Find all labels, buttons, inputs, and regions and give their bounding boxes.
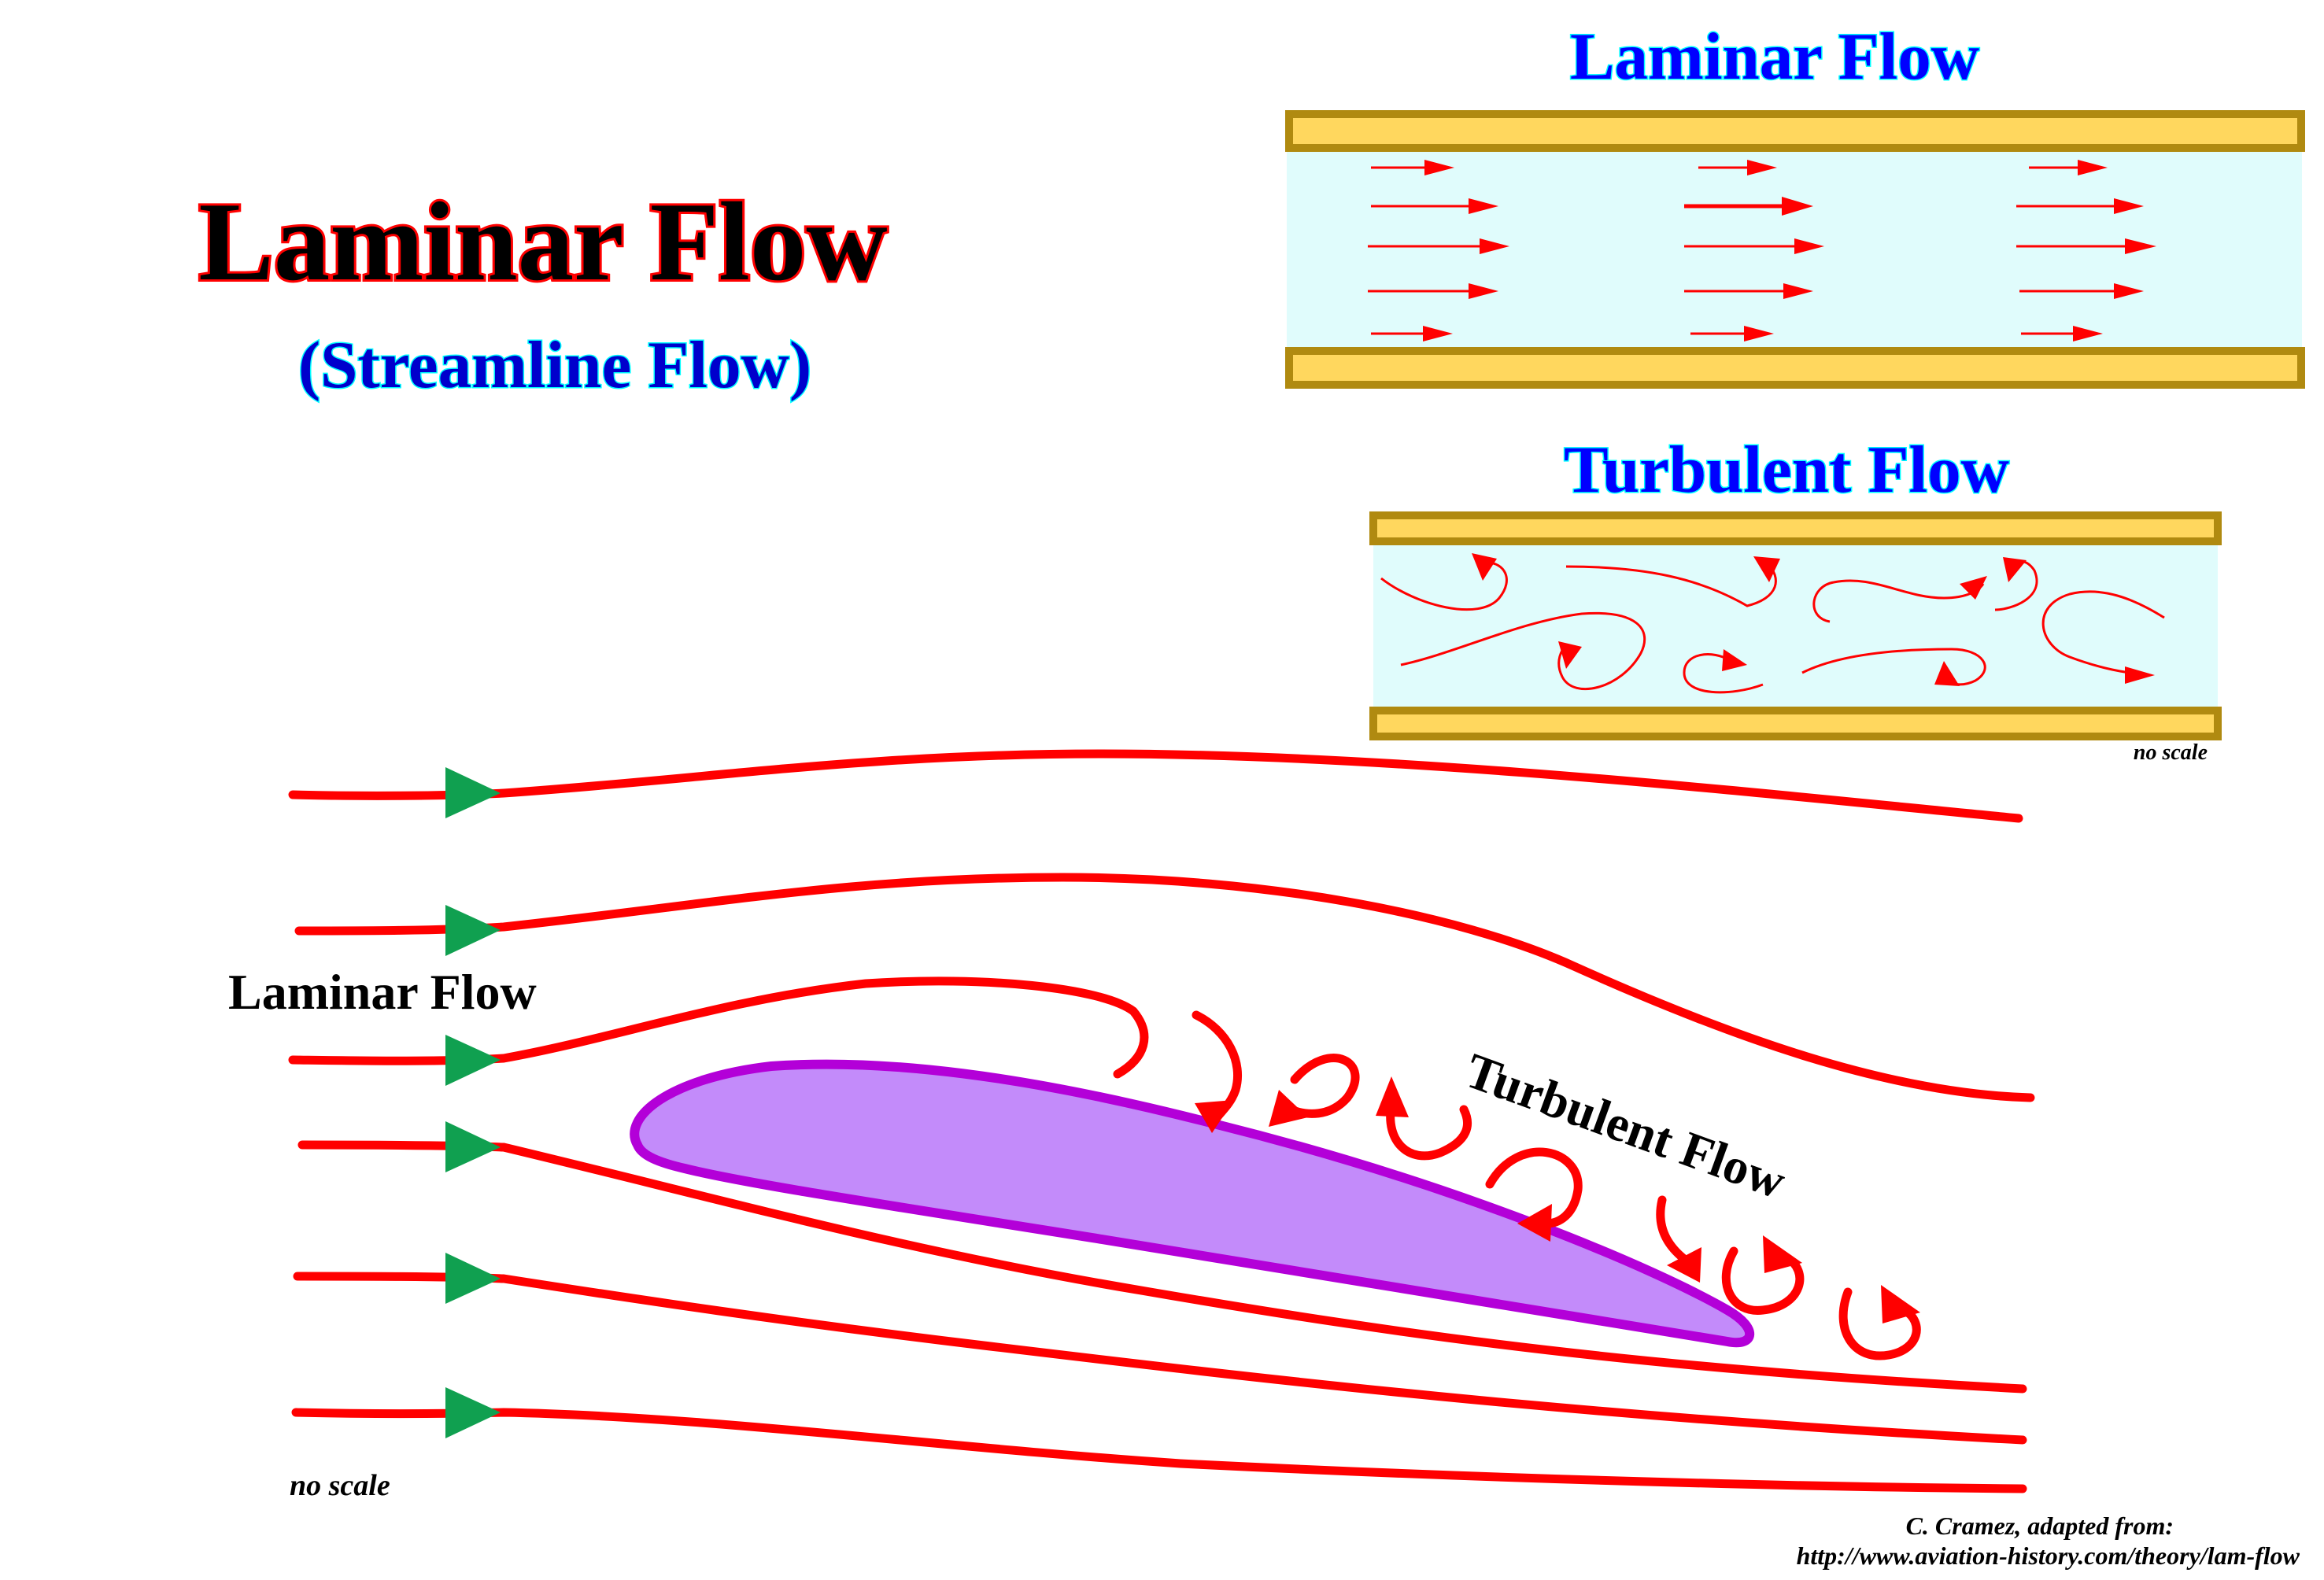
arrowhead-icon [1667,1247,1701,1283]
turbulent-streak [1801,648,1986,686]
arrowhead-icon [1960,576,1987,600]
arrowhead-icon [1794,238,1824,254]
eddy [1656,1195,1689,1264]
turbulent-pipe-bottom-wall [1369,707,2222,740]
flow-direction-icon [445,1035,501,1086]
turbulent-streak [2041,590,2165,677]
turbulent-streak [1380,561,1508,611]
arrowhead-icon [1472,553,1497,581]
laminar-pipe-arrows-col-1 [1368,160,1509,341]
streamline-2 [294,873,2035,1102]
arrowhead-icon [1423,326,1453,341]
laminar-pipe-bottom-wall [1285,347,2305,389]
turbulent-streak [1812,579,1985,623]
arrowhead-icon [1934,661,1960,686]
laminar-pipe: Laminar Flow [1285,19,2305,389]
turbulent-pipe-fluid [1373,541,2218,713]
diagram-scale-note: no scale [290,1469,390,1502]
flow-direction-markers [445,767,501,1438]
eddy [1721,1246,1805,1315]
laminar-pipe-arrows-col-2 [1684,160,1824,341]
arrowhead-icon [1376,1076,1409,1117]
subtitle: (Streamline Flow) [298,328,811,402]
arrowhead-icon [1881,1285,1920,1323]
eddy [1838,1287,1921,1360]
flow-direction-icon [445,1387,501,1438]
laminar-pipe-title: Laminar Flow [1570,20,1979,94]
arrowhead-icon [1480,238,1509,254]
eddy [1485,1147,1583,1228]
turbulent-streak [1683,653,1764,694]
arrowhead-icon [1744,326,1774,341]
main-title: Laminar Flow [198,179,887,304]
turbulent-pipe-eddies [1380,553,2165,694]
arrowhead-icon [2125,666,2155,684]
arrowhead-icon [2073,326,2103,341]
airfoil [630,1059,1755,1348]
streamline-3 [288,976,1149,1079]
arrowhead-icon [1424,160,1454,175]
laminar-pipe-top-wall [1285,110,2305,152]
turbulent-streak [1400,611,1646,690]
flow-direction-icon [445,767,501,818]
flow-direction-icon [445,905,501,956]
arrowhead-icon [1753,556,1780,582]
flow-direction-icon [445,1253,501,1304]
arrowhead-icon [1269,1090,1308,1127]
turbulent-pipe-top-wall [1369,511,2222,545]
arrowhead-icon [1782,197,1813,216]
turbulent-pipe-title: Turbulent Flow [1564,433,2009,507]
turbulent-streak [1565,561,1777,607]
arrowhead-icon [2003,557,2027,582]
laminar-flow-label: Laminar Flow [228,964,537,1020]
arrowhead-icon [2114,283,2144,299]
arrowhead-icon [1517,1204,1552,1242]
arrowhead-icon [1469,198,1498,214]
arrowhead-icon [2125,238,2156,254]
pipes-scale-note: no scale [2134,740,2208,765]
laminar-pipe-arrows-col-3 [2016,160,2156,341]
arrowhead-icon [2114,198,2144,214]
arrowhead-icon [1747,160,1777,175]
streamline-1 [288,749,2023,823]
arrowhead-icon [1469,283,1498,299]
arrowhead-icon [2078,160,2108,175]
turbulent-flow-label: Turbulent Flow [1458,1042,1793,1209]
arrowhead-icon [1195,1100,1234,1133]
flow-direction-icon [445,1121,501,1172]
credit-line-2: http://www.aviation-history.com/theory/l… [1797,1541,2300,1570]
credit-line-1: C. Cramez, adapted from: [1906,1512,2174,1540]
arrowhead-icon [1722,649,1747,671]
arrowhead-icon [1783,283,1813,299]
airfoil-eddies [1192,1010,1921,1360]
eddy [1386,1101,1472,1161]
arrowhead-icon [1763,1235,1802,1273]
arrowhead-icon [1558,641,1582,669]
eddy [1286,1054,1360,1118]
turbulent-pipe: Turbulent Flow no scale [1369,432,2222,765]
